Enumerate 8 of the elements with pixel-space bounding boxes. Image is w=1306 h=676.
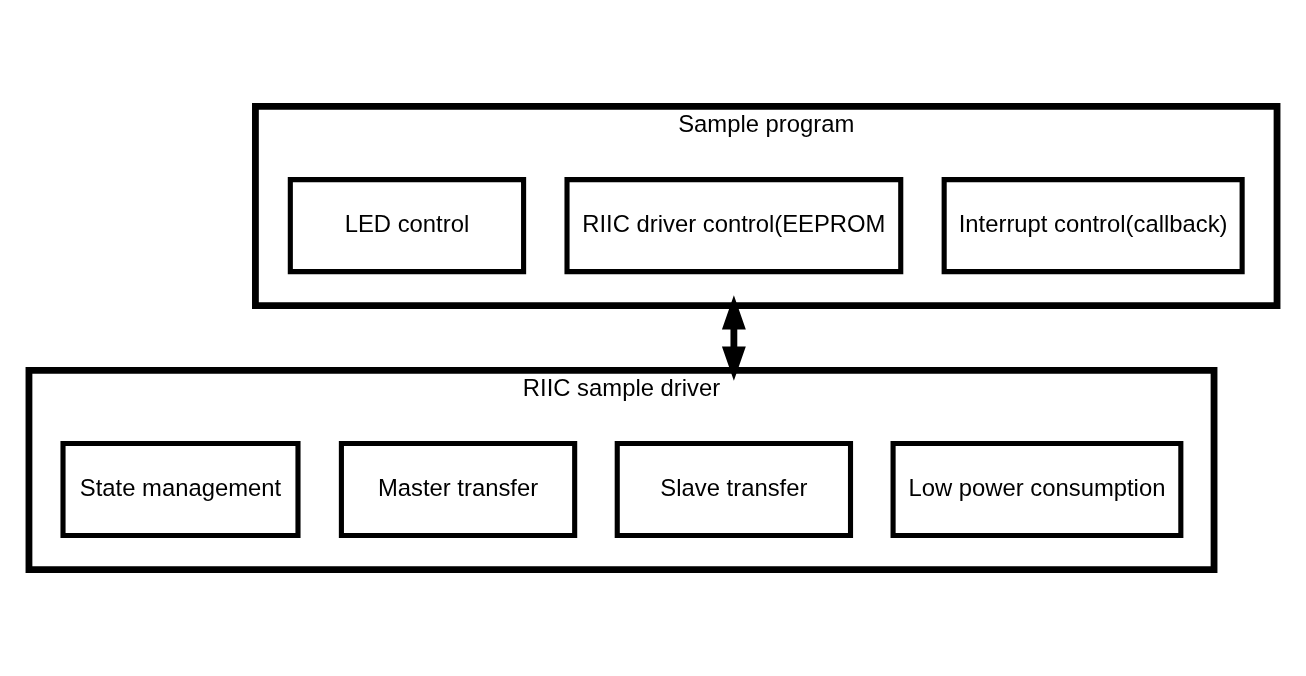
node-box: LED control [287,177,527,275]
node-box: RIIC driver control(EEPROM [564,177,904,275]
arrow [721,295,746,381]
node-box: State management [60,441,301,539]
node-box: Low power consumption [890,441,1184,539]
node-box: Master transfer [338,441,578,539]
node-box: Slave transfer [614,441,854,539]
node-box: Interrupt control(callback) [941,177,1245,275]
